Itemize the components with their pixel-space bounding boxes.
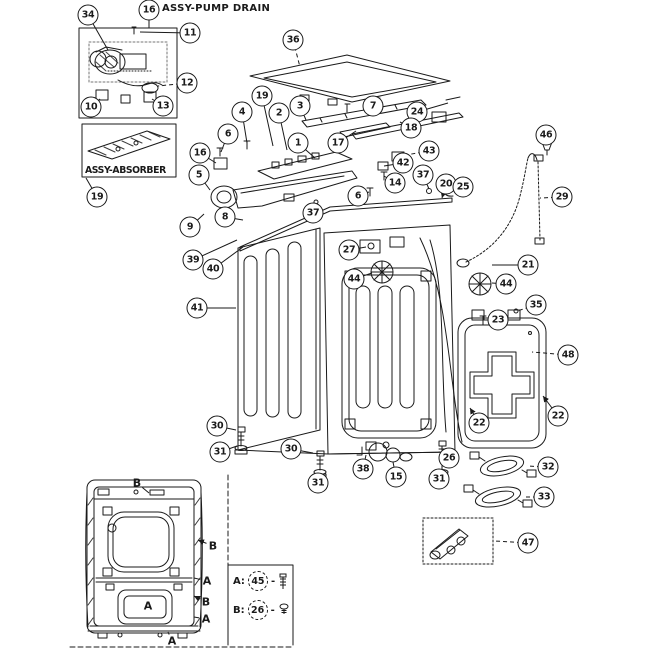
- pump-drain-assembly-box: [78, 26, 178, 119]
- callout-37: 37: [302, 202, 324, 224]
- callout-22: 22: [468, 412, 490, 434]
- screw-icon: [279, 573, 287, 589]
- callout-7: 7: [362, 95, 384, 117]
- callout-37: 37: [412, 164, 434, 186]
- callout-30: 30: [206, 415, 228, 437]
- fastener-legend: A: 45 - B: 26 -: [233, 571, 290, 620]
- absorber-assembly-box: [81, 123, 177, 178]
- legend-b-key: B:: [233, 604, 245, 616]
- callout-22: 22: [547, 405, 569, 427]
- callout-44: 44: [495, 273, 517, 295]
- callout-5: 5: [188, 164, 210, 186]
- callout-2: 2: [268, 102, 290, 124]
- callout-11: 11: [179, 22, 201, 44]
- callout-14: 14: [384, 172, 406, 194]
- screw-icon: [279, 603, 289, 614]
- callout-34: 34: [77, 4, 99, 26]
- legend-a-part-number: 45: [247, 571, 268, 591]
- hose-clip: [541, 141, 553, 156]
- screw-icon: [344, 97, 381, 113]
- power-cords: [463, 451, 537, 508]
- callout-39: 39: [182, 249, 204, 271]
- callout-35: 35: [525, 294, 547, 316]
- callout-4: 4: [231, 101, 253, 123]
- callout-48: 48: [557, 344, 579, 366]
- callout-23: 23: [487, 309, 509, 331]
- screw-icon: [366, 187, 374, 197]
- callout-16: 16: [189, 142, 211, 164]
- assy-pump-drain-label: ASSY-PUMP DRAIN: [162, 3, 271, 14]
- section-boundary: [69, 474, 294, 648]
- callout-6: 6: [217, 123, 239, 145]
- screw-icon: [131, 26, 137, 35]
- callout-42: 42: [392, 152, 414, 174]
- callout-8: 8: [214, 206, 236, 228]
- drain-hose: [456, 153, 545, 268]
- callout-18: 18: [400, 117, 422, 139]
- cabinet-rear-view: [85, 479, 203, 639]
- fastener-marker-B: B: [208, 539, 218, 553]
- callout-9: 9: [179, 216, 201, 238]
- callout-31: 31: [428, 468, 450, 490]
- callout-26: 26: [438, 447, 460, 469]
- fastener-marker-A: A: [143, 599, 153, 613]
- legend-row-b: B: 26 -: [233, 600, 290, 620]
- callout-46: 46: [535, 124, 557, 146]
- callout-15: 15: [385, 466, 407, 488]
- callout-30: 30: [280, 438, 302, 460]
- screw-icon: [479, 315, 487, 326]
- assy-absorber-label: ASSY-ABSORBER: [85, 165, 166, 176]
- callout-19: 19: [251, 85, 273, 107]
- callout-27: 27: [338, 239, 360, 261]
- fastener-marker-A: A: [201, 612, 211, 626]
- callout-40: 40: [202, 258, 224, 280]
- callout-44: 44: [343, 268, 365, 290]
- legend-b-dash: -: [270, 604, 275, 616]
- callout-25: 25: [452, 176, 474, 198]
- legend-a-key: A:: [233, 575, 245, 587]
- legend-a-dash: -: [270, 575, 276, 587]
- callout-21: 21: [517, 254, 539, 276]
- fastener-marker-B: B: [201, 595, 211, 609]
- fastener-marker-A: A: [202, 574, 212, 588]
- legend-row-a: A: 45 -: [233, 571, 290, 591]
- fastener-marker-B: B: [132, 476, 142, 490]
- legend-b-part-number: 26: [247, 600, 268, 620]
- callout-31: 31: [209, 441, 231, 463]
- callout-1: 1: [287, 132, 309, 154]
- callout-32: 32: [537, 456, 559, 478]
- callout-31: 31: [307, 472, 329, 494]
- callout-12: 12: [176, 72, 198, 94]
- callout-43: 43: [418, 140, 440, 162]
- screw-icon: [216, 147, 224, 157]
- callout-16: 16: [138, 0, 160, 21]
- callout-17: 17: [327, 132, 349, 154]
- fastener-marker-A: A: [167, 634, 177, 648]
- part-47-box: [422, 517, 494, 565]
- callout-41: 41: [186, 297, 208, 319]
- callout-10: 10: [80, 96, 102, 118]
- callout-3: 3: [289, 95, 311, 117]
- callout-19: 19: [86, 186, 108, 208]
- callout-36: 36: [282, 29, 304, 51]
- callout-33: 33: [533, 486, 555, 508]
- callout-6: 6: [347, 185, 369, 207]
- callout-38: 38: [352, 458, 374, 480]
- callout-47: 47: [517, 532, 539, 554]
- callout-29: 29: [551, 186, 573, 208]
- callout-13: 13: [152, 95, 174, 117]
